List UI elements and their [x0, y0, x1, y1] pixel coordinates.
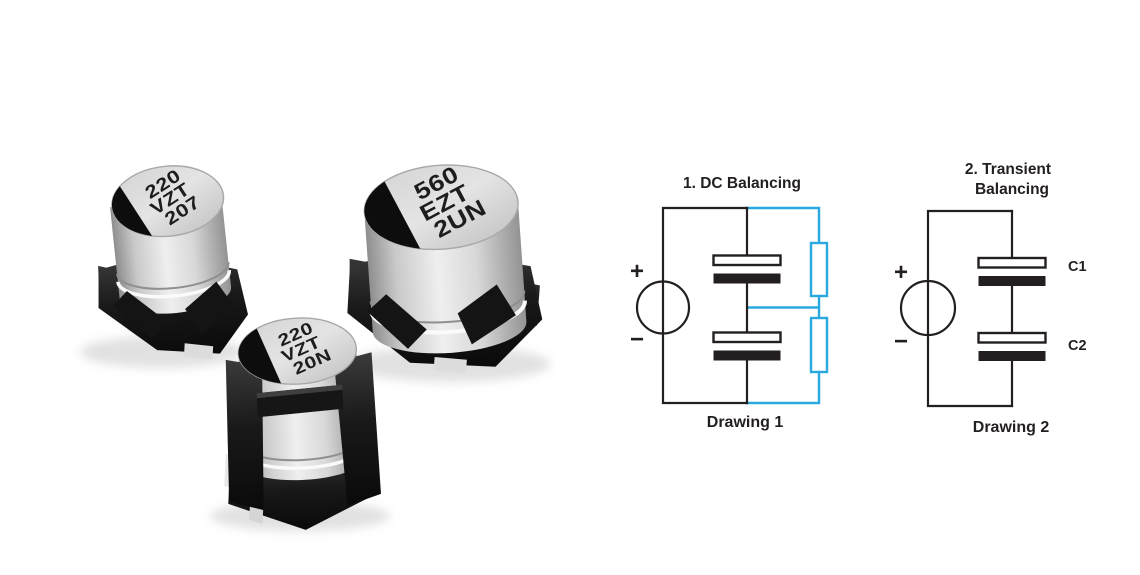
drawing-2-caption: Drawing 2	[973, 419, 1050, 436]
drawing-1-title: 1. DC Balancing	[683, 175, 801, 192]
capacitor-3: 220 VZT 20N	[224, 315, 381, 530]
base-post	[457, 284, 516, 345]
solder-lead	[433, 357, 467, 373]
drawing-2-title-line2: Balancing	[975, 181, 1049, 198]
balancing-resistor-2	[809, 316, 829, 374]
base-post	[112, 290, 167, 339]
capacitor-plate-bottom	[978, 351, 1046, 361]
voltage-source	[899, 279, 957, 337]
capacitor-plate-bottom	[713, 273, 781, 284]
minus-sign: −	[894, 328, 908, 355]
capacitor-2: 560 EZT 2UN	[347, 159, 543, 373]
capacitor-1-ref-label: C1	[1068, 259, 1087, 275]
drawing-1-caption: Drawing 1	[707, 414, 784, 431]
capacitor-plate-bottom	[713, 350, 781, 361]
capacitor-1: 220 VZT 207	[98, 165, 249, 360]
capacitor-2-print: 560 EZT 2UN	[410, 161, 491, 243]
bracket-right-bar	[334, 352, 381, 506]
capacitor-plate-top	[977, 256, 1047, 269]
capacitor-3-print: 220 VZT 20N	[275, 319, 334, 379]
drawing-2-schematic: 2. Transient Balancing + − C1 C2 Drawing…	[894, 161, 1087, 436]
crimp-ring	[116, 262, 230, 290]
bracket-cross-band-highlight	[256, 384, 343, 399]
base-post	[367, 294, 427, 349]
plus-sign: +	[630, 258, 644, 285]
capacitor-2-ref-label: C2	[1068, 338, 1087, 354]
balancing-resistor-1	[809, 241, 829, 298]
base-post	[185, 281, 236, 334]
minus-sign: −	[630, 326, 644, 353]
circuit-wire	[926, 209, 1014, 408]
drawing-2-title-line1: 2. Transient	[965, 161, 1051, 178]
capacitor-photo: 220 VZT 207 560 EZT	[80, 159, 550, 531]
capacitor-plate-top	[712, 254, 782, 267]
capacitor-plate-bottom	[978, 276, 1046, 286]
capacitor-plate-top	[712, 331, 782, 344]
capacitor-1-print: 220 VZT 207	[142, 166, 204, 230]
circuit-wire	[661, 206, 749, 405]
voltage-source	[635, 280, 691, 335]
bracket-left-bar	[225, 359, 264, 511]
crimp-ring	[116, 269, 232, 299]
balancing-resistor-wire	[745, 206, 821, 245]
capacitor-plate-top	[977, 331, 1047, 344]
balancing-resistor-wire	[745, 370, 821, 405]
plus-sign: +	[894, 259, 908, 286]
drawing-1-schematic: 1. DC Balancing + − Drawing 1	[630, 175, 829, 431]
solder-lead	[184, 343, 214, 360]
